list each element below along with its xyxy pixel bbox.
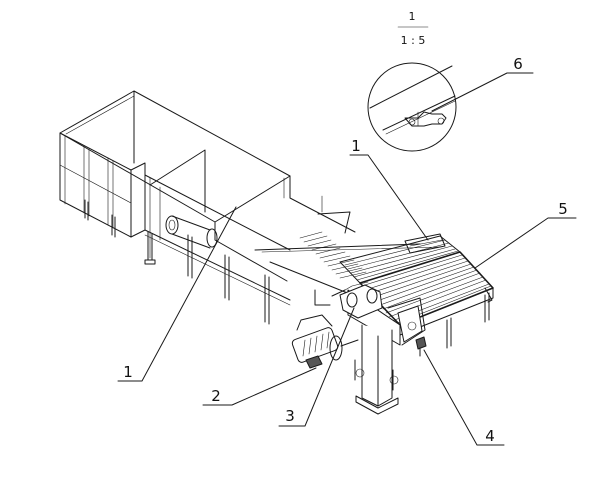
leader-3 [278,307,355,427]
drive-gearbox [314,281,383,319]
leader-1-upper [349,154,429,241]
leader-lines [117,72,577,446]
leader-4 [423,349,505,446]
leader-2 [202,367,317,406]
drive-motor [291,314,359,369]
main-conveyor [339,233,494,336]
callout-4: 4 [485,427,495,445]
leader-6 [431,72,534,112]
feed-hopper [59,90,356,306]
conveyor-rollers [344,239,492,325]
callout-labels: 1 1 2 3 4 5 6 [123,55,568,445]
callout-1-lower: 1 [123,363,133,381]
scale-numerator: 1 [409,10,416,23]
hopper-drive-roller [165,215,218,249]
detail-scale-note: 1 1 : 5 [397,10,429,47]
callout-5: 5 [558,200,568,218]
lower-conveyor-belt [254,231,441,299]
scale-denominator: 1 : 5 [401,34,426,47]
leader-5 [474,217,577,269]
callout-6: 6 [513,55,523,73]
leader-1-lower [117,206,237,382]
callout-1-upper: 1 [351,137,361,155]
detail-view-circle [367,62,457,152]
callout-2: 2 [211,387,221,405]
side-bracket-component [415,336,427,357]
callout-3: 3 [285,407,295,425]
support-legs [84,199,490,349]
